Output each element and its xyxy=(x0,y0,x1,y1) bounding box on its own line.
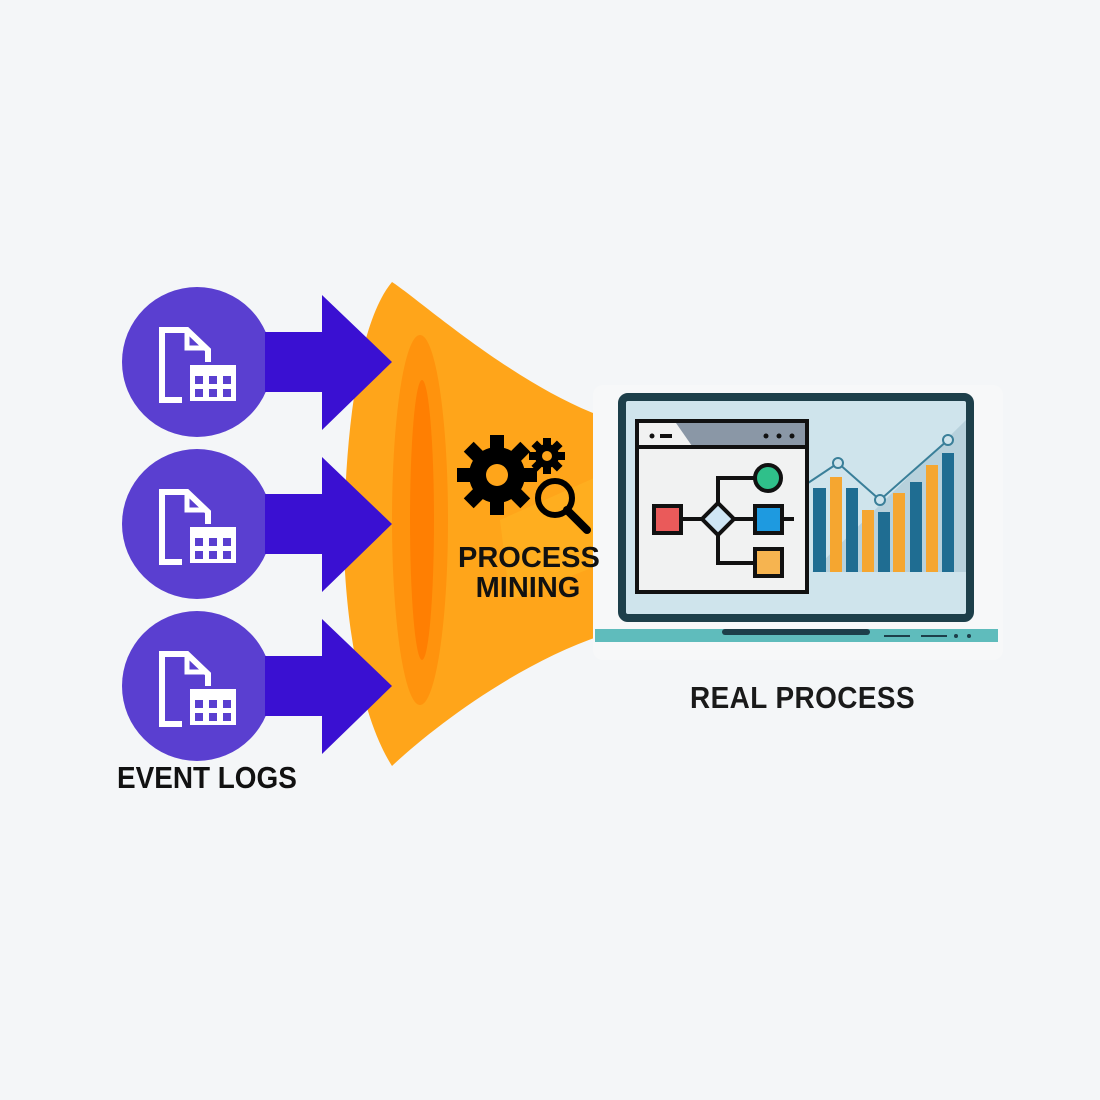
arrow-icon xyxy=(265,295,392,430)
real-process-label: REAL PROCESS xyxy=(690,680,916,715)
process-mining-label: PROCESS MINING xyxy=(458,542,600,604)
event-log-1 xyxy=(122,287,392,437)
process-mining-line2: MINING xyxy=(475,572,581,604)
process-mining-line1: PROCESS xyxy=(458,542,600,574)
event-logs-label: EVENT LOGS xyxy=(117,760,297,795)
spreadsheet-file-icon xyxy=(159,327,236,403)
funnel xyxy=(343,282,612,766)
laptop-illustration xyxy=(593,385,1003,660)
event-log-2 xyxy=(122,449,392,599)
gears-magnifier-icon xyxy=(457,435,591,534)
arrow-icon xyxy=(265,457,392,592)
bar-chart-icon xyxy=(807,434,954,572)
event-log-3 xyxy=(122,611,392,761)
process-flow-window-icon xyxy=(635,419,809,594)
arrow-icon xyxy=(265,619,392,754)
spreadsheet-file-icon xyxy=(159,651,236,727)
spreadsheet-file-icon xyxy=(159,489,236,565)
